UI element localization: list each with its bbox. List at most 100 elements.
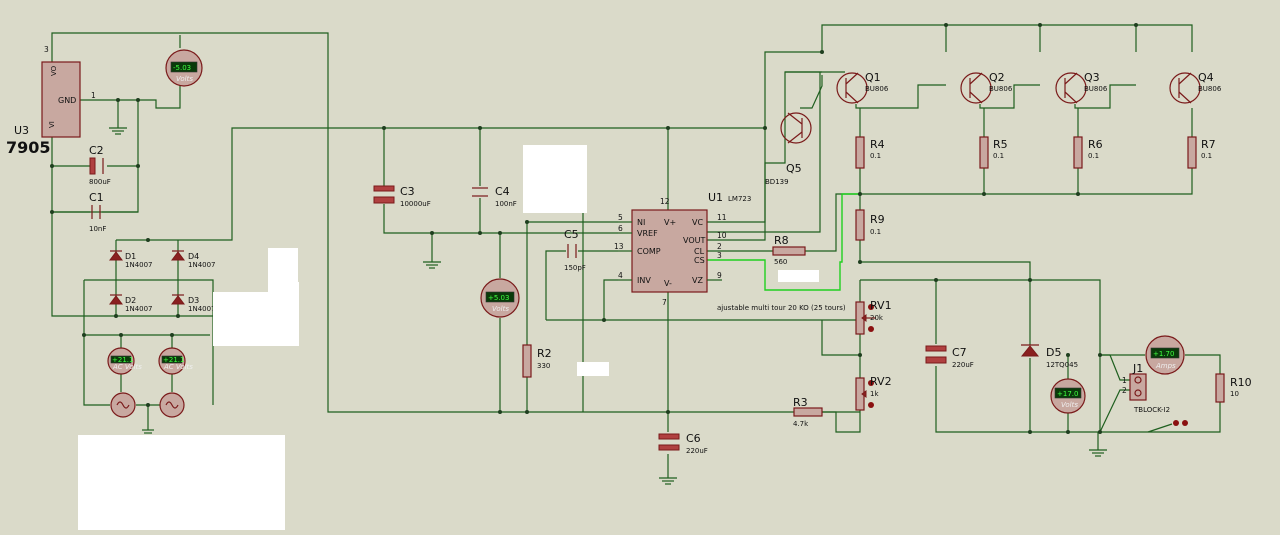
svg-text:D2: D2 bbox=[125, 296, 136, 305]
capacitor-c7: C7 220uF bbox=[925, 345, 974, 369]
svg-text:+21.1: +21.1 bbox=[112, 356, 133, 364]
svg-text:Amps: Amps bbox=[1155, 362, 1176, 370]
svg-text:12: 12 bbox=[660, 197, 670, 206]
svg-text:VI: VI bbox=[48, 121, 56, 128]
resistor-r7: R7 0.1 bbox=[1187, 136, 1216, 169]
ac-source-2 bbox=[159, 392, 185, 418]
svg-text:220uF: 220uF bbox=[686, 447, 708, 455]
svg-text:0.1: 0.1 bbox=[1088, 152, 1099, 160]
svg-text:Q1: Q1 bbox=[865, 71, 881, 84]
diode-d4: D4 1N4007 bbox=[171, 250, 216, 269]
svg-text:Q2: Q2 bbox=[989, 71, 1005, 84]
resistor-r2: R2 330 bbox=[522, 344, 552, 378]
svg-text:11: 11 bbox=[717, 213, 727, 222]
capacitor-c2: C2 800uF bbox=[89, 144, 111, 186]
capacitor-c6: C6 220uF bbox=[658, 432, 708, 455]
svg-text:D4: D4 bbox=[188, 252, 199, 261]
svg-text:3: 3 bbox=[717, 251, 722, 260]
svg-text:150pF: 150pF bbox=[564, 264, 586, 272]
svg-text:VOUT: VOUT bbox=[683, 236, 705, 245]
svg-text:220uF: 220uF bbox=[952, 361, 974, 369]
svg-text:Q5: Q5 bbox=[786, 162, 802, 175]
highlight-wire bbox=[707, 193, 860, 291]
svg-text:0.1: 0.1 bbox=[870, 152, 881, 160]
svg-text:INV: INV bbox=[637, 276, 651, 285]
svg-text:CL: CL bbox=[694, 247, 705, 256]
svg-text:D5: D5 bbox=[1046, 346, 1061, 359]
svg-text:560: 560 bbox=[774, 258, 787, 266]
rv1-note: ajustable multi tour 20 KO (25 tours) bbox=[717, 304, 846, 312]
svg-text:BU806: BU806 bbox=[989, 85, 1013, 93]
potentiometer-rv2: RV2 1k bbox=[855, 375, 892, 411]
svg-text:0.1: 0.1 bbox=[870, 228, 881, 236]
svg-text:7: 7 bbox=[662, 298, 667, 307]
svg-text:BD139: BD139 bbox=[765, 178, 789, 186]
svg-text:R8: R8 bbox=[774, 234, 789, 247]
diode-d2: D2 1N4007 bbox=[109, 294, 153, 313]
svg-text:2: 2 bbox=[717, 242, 722, 251]
resistor-r10: R10 10 bbox=[1215, 373, 1252, 403]
diode-d3: D3 1N4007 bbox=[171, 294, 216, 313]
svg-text:BU806: BU806 bbox=[865, 85, 889, 93]
svg-text:330: 330 bbox=[537, 362, 550, 370]
resistor-r8: R8 560 bbox=[772, 234, 806, 266]
svg-text:C4: C4 bbox=[495, 185, 510, 198]
ic-u1-lm723: NI VREF COMP INV 5 6 13 4 VC VOUT CL CS … bbox=[614, 191, 751, 307]
potentiometer-rv1: RV1 20k bbox=[855, 299, 892, 335]
svg-text:Volts: Volts bbox=[492, 305, 509, 313]
svg-text:R6: R6 bbox=[1088, 138, 1103, 151]
svg-text:V+: V+ bbox=[664, 218, 676, 227]
capacitor-c5: C5 150pF bbox=[564, 228, 586, 272]
voltmeter-reg: -5.03 Volts bbox=[165, 49, 203, 87]
svg-text:+21.1: +21.1 bbox=[163, 356, 184, 364]
svg-text:LM723: LM723 bbox=[728, 195, 751, 203]
resistor-r3: R3 4.7k bbox=[793, 396, 823, 428]
diode-d1: D1 1N4007 bbox=[109, 250, 153, 269]
svg-text:AC Volts: AC Volts bbox=[112, 363, 142, 371]
svg-text:1N4007: 1N4007 bbox=[125, 261, 153, 269]
svg-text:AC Volts: AC Volts bbox=[163, 363, 193, 371]
svg-text:C7: C7 bbox=[952, 346, 967, 359]
svg-text:+5.03: +5.03 bbox=[488, 294, 509, 302]
white-overlays bbox=[78, 145, 819, 530]
svg-text:C5: C5 bbox=[564, 228, 579, 241]
svg-text:VREF: VREF bbox=[637, 229, 658, 238]
svg-text:4.7k: 4.7k bbox=[793, 420, 809, 428]
svg-text:1N4007: 1N4007 bbox=[188, 261, 216, 269]
connector-j1: 1 2 J1 TBLOCK-I2 bbox=[1122, 362, 1170, 414]
u3-ref: U3 bbox=[14, 124, 29, 137]
svg-text:10: 10 bbox=[717, 231, 727, 240]
ac-voltmeter-2: +21.1 AC Volts bbox=[158, 347, 193, 375]
svg-text:D1: D1 bbox=[125, 252, 136, 261]
svg-text:U1: U1 bbox=[708, 191, 723, 204]
resistor-r4: R4 0.1 bbox=[855, 136, 885, 169]
capacitor-c1: C1 10nF bbox=[89, 191, 106, 233]
resistor-r5: R5 0.1 bbox=[979, 136, 1008, 169]
svg-text:+1.70: +1.70 bbox=[1153, 350, 1174, 358]
transistor-q3: Q3 BU806 bbox=[1055, 71, 1108, 104]
svg-text:4: 4 bbox=[618, 271, 623, 280]
svg-text:800uF: 800uF bbox=[89, 178, 111, 186]
svg-text:10000uF: 10000uF bbox=[400, 200, 431, 208]
svg-text:13: 13 bbox=[614, 242, 624, 251]
svg-text:20k: 20k bbox=[870, 314, 884, 322]
svg-text:BU806: BU806 bbox=[1084, 85, 1108, 93]
svg-text:+17.0: +17.0 bbox=[1057, 390, 1078, 398]
svg-text:12TQ045: 12TQ045 bbox=[1046, 361, 1078, 369]
svg-text:GND: GND bbox=[58, 96, 76, 105]
svg-text:1k: 1k bbox=[870, 390, 879, 398]
svg-text:V-: V- bbox=[664, 279, 672, 288]
svg-text:0.1: 0.1 bbox=[993, 152, 1004, 160]
svg-text:Q4: Q4 bbox=[1198, 71, 1214, 84]
svg-text:C1: C1 bbox=[89, 191, 104, 204]
svg-text:RV1: RV1 bbox=[870, 299, 892, 312]
svg-text:1: 1 bbox=[91, 91, 96, 100]
transistor-q2: Q2 BU806 bbox=[960, 71, 1013, 104]
svg-text:R2: R2 bbox=[537, 347, 552, 360]
svg-text:NI: NI bbox=[637, 218, 645, 227]
svg-text:9: 9 bbox=[717, 271, 722, 280]
ammeter: +1.70 Amps bbox=[1145, 335, 1185, 375]
svg-text:1: 1 bbox=[1122, 376, 1127, 385]
svg-text:2: 2 bbox=[44, 145, 49, 154]
